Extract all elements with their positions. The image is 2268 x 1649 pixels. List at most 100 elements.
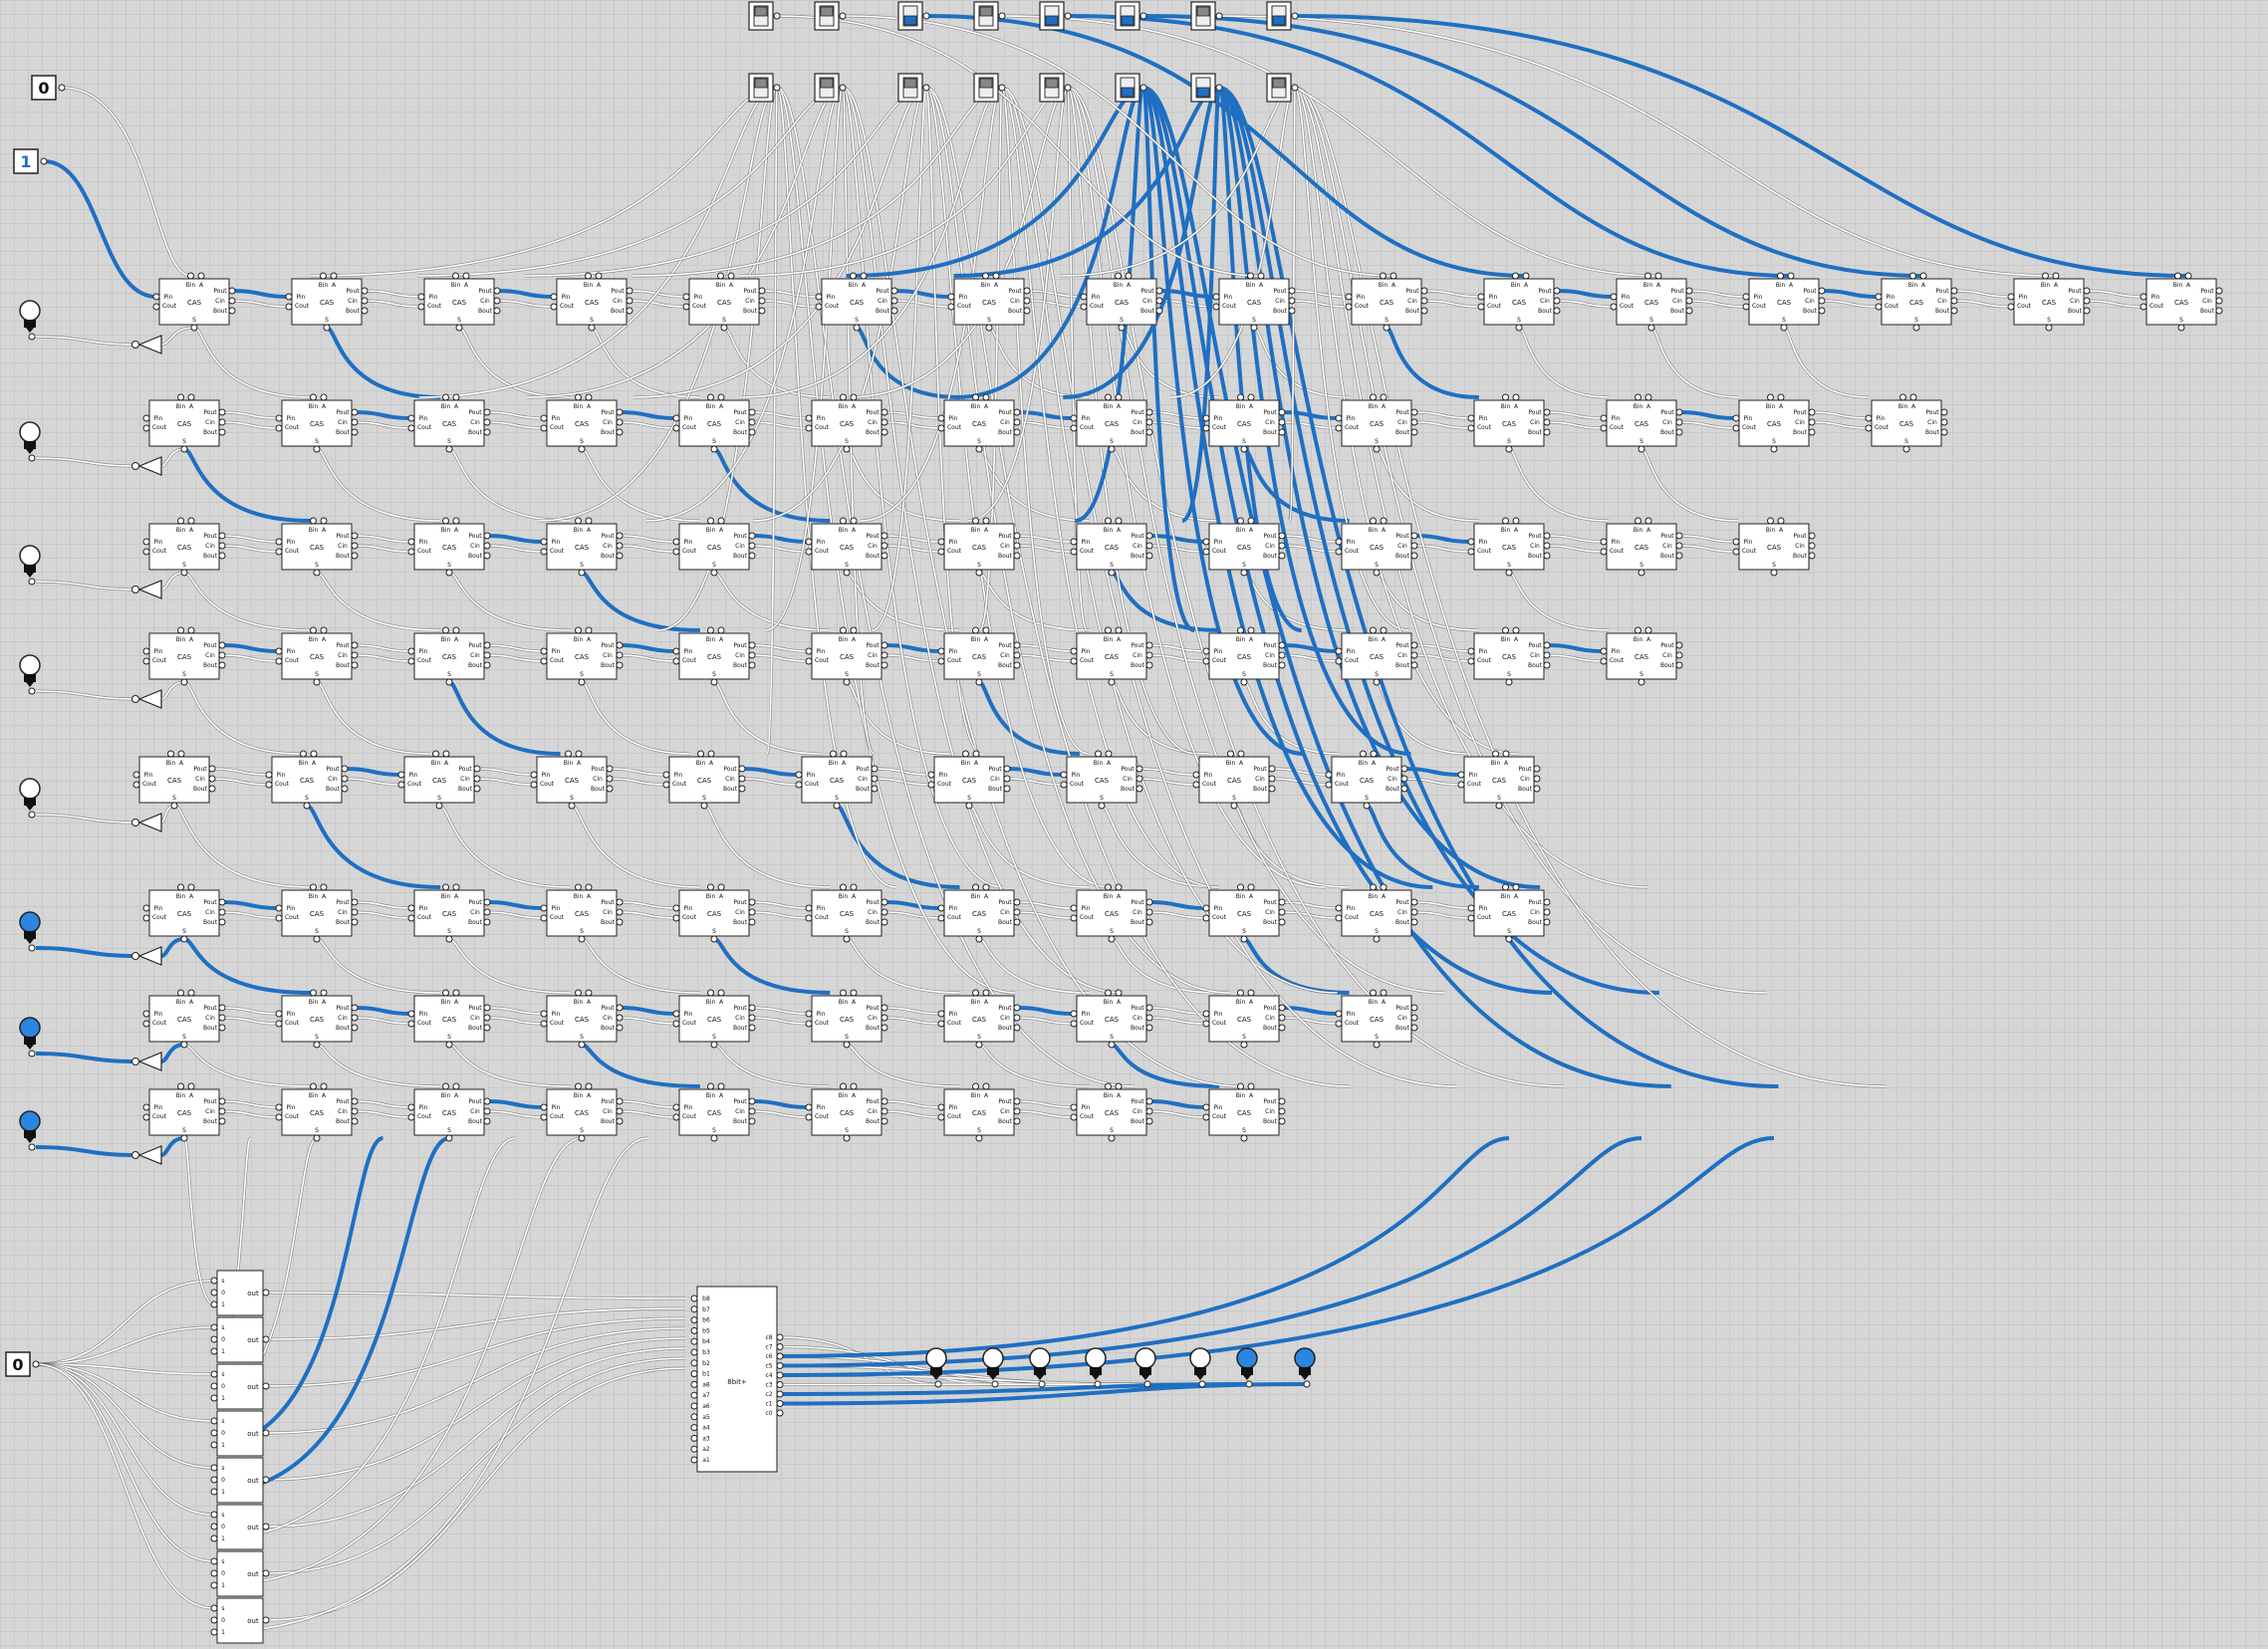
pin-connector[interactable] bbox=[672, 424, 680, 432]
pin-connector[interactable] bbox=[758, 297, 766, 305]
pin-connector[interactable] bbox=[707, 989, 714, 997]
pin-connector[interactable] bbox=[1410, 898, 1418, 906]
pin-connector[interactable] bbox=[142, 414, 150, 422]
pin-connector[interactable] bbox=[1335, 424, 1343, 432]
divisor-switch-7[interactable] bbox=[1190, 73, 1223, 103]
pin-connector[interactable] bbox=[748, 1117, 756, 1125]
pin-connector[interactable] bbox=[840, 883, 847, 891]
pin-connector[interactable] bbox=[1198, 1380, 1206, 1388]
pin-connector[interactable] bbox=[1013, 532, 1021, 540]
cas-body[interactable] bbox=[1606, 399, 1677, 447]
pin-connector[interactable] bbox=[417, 303, 425, 311]
cas-body[interactable] bbox=[811, 995, 882, 1043]
top-switch-5[interactable] bbox=[1039, 1, 1072, 31]
row-inverter-6[interactable] bbox=[131, 946, 162, 966]
pin-connector[interactable] bbox=[738, 785, 746, 793]
pin-connector[interactable] bbox=[210, 1534, 218, 1542]
pin-connector[interactable] bbox=[142, 424, 150, 432]
pin-connector[interactable] bbox=[1410, 532, 1418, 540]
pin-connector[interactable] bbox=[1787, 272, 1795, 280]
pin-connector[interactable] bbox=[313, 935, 321, 943]
pin-connector[interactable] bbox=[1247, 272, 1254, 280]
pin-connector[interactable] bbox=[1899, 393, 1906, 401]
pin-connector[interactable] bbox=[361, 287, 369, 295]
cas-body[interactable] bbox=[1748, 278, 1820, 326]
pin-connector[interactable] bbox=[1644, 517, 1652, 525]
pin-connector[interactable] bbox=[1095, 750, 1102, 758]
pin-connector[interactable] bbox=[717, 883, 725, 891]
pin-connector[interactable] bbox=[738, 765, 746, 773]
pin-connector[interactable] bbox=[483, 408, 491, 416]
pin-connector[interactable] bbox=[1237, 750, 1245, 758]
switch-toggle[interactable] bbox=[1272, 78, 1286, 89]
pin-connector[interactable] bbox=[972, 883, 979, 891]
pin-connector[interactable] bbox=[452, 393, 460, 401]
pin-connector[interactable] bbox=[1227, 750, 1234, 758]
pin-connector[interactable] bbox=[187, 883, 195, 891]
pin-connector[interactable] bbox=[2083, 297, 2091, 305]
pin-connector[interactable] bbox=[210, 1382, 218, 1390]
pin-connector[interactable] bbox=[310, 989, 317, 997]
pin-connector[interactable] bbox=[1420, 297, 1428, 305]
pin-connector[interactable] bbox=[210, 1323, 218, 1331]
pin-connector[interactable] bbox=[351, 1004, 359, 1012]
pin-connector[interactable] bbox=[717, 393, 725, 401]
pin-connector[interactable] bbox=[1610, 303, 1618, 311]
pin-connector[interactable] bbox=[840, 1082, 847, 1090]
pin-connector[interactable] bbox=[1370, 626, 1377, 634]
pin-connector[interactable] bbox=[407, 904, 415, 912]
pin-connector[interactable] bbox=[351, 898, 359, 906]
pin-connector[interactable] bbox=[578, 1041, 586, 1049]
pin-connector[interactable] bbox=[881, 661, 888, 669]
pin-connector[interactable] bbox=[275, 1020, 283, 1028]
pin-connector[interactable] bbox=[1512, 883, 1520, 891]
pin-connector[interactable] bbox=[1865, 424, 1873, 432]
inverter-body[interactable] bbox=[137, 813, 162, 832]
pin-connector[interactable] bbox=[275, 657, 283, 665]
pin-connector[interactable] bbox=[795, 771, 803, 779]
pin-connector[interactable] bbox=[1553, 287, 1561, 295]
pin-connector[interactable] bbox=[407, 414, 415, 422]
pin-connector[interactable] bbox=[1543, 641, 1551, 649]
pin-connector[interactable] bbox=[1237, 989, 1244, 997]
pin-connector[interactable] bbox=[672, 1113, 680, 1121]
cas-body[interactable] bbox=[1473, 632, 1545, 680]
pin-connector[interactable] bbox=[776, 1362, 784, 1369]
cas-body[interactable] bbox=[668, 756, 740, 804]
cas-body[interactable] bbox=[1341, 889, 1412, 937]
pin-connector[interactable] bbox=[1192, 771, 1200, 779]
pin-connector[interactable] bbox=[1410, 651, 1418, 659]
pin-connector[interactable] bbox=[1278, 1024, 1286, 1032]
pin-connector[interactable] bbox=[1638, 678, 1645, 686]
pin-connector[interactable] bbox=[672, 548, 680, 556]
pin-connector[interactable] bbox=[275, 914, 283, 922]
pin-connector[interactable] bbox=[1013, 1004, 1021, 1012]
pin-connector[interactable] bbox=[690, 1445, 698, 1453]
pin-connector[interactable] bbox=[1098, 802, 1106, 810]
pin-connector[interactable] bbox=[1145, 1024, 1153, 1032]
pin-connector[interactable] bbox=[934, 1380, 942, 1388]
pin-connector[interactable] bbox=[843, 678, 851, 686]
pin-connector[interactable] bbox=[850, 517, 858, 525]
pin-connector[interactable] bbox=[177, 517, 184, 525]
pin-connector[interactable] bbox=[361, 307, 369, 315]
pin-connector[interactable] bbox=[697, 750, 704, 758]
pin-connector[interactable] bbox=[1477, 293, 1485, 301]
pin-connector[interactable] bbox=[1467, 424, 1475, 432]
pin-connector[interactable] bbox=[210, 1429, 218, 1437]
pin-connector[interactable] bbox=[616, 1117, 624, 1125]
pin-connector[interactable] bbox=[1600, 657, 1608, 665]
pin-connector[interactable] bbox=[1247, 393, 1255, 401]
pin-connector[interactable] bbox=[330, 272, 338, 280]
pin-connector[interactable] bbox=[881, 542, 888, 550]
pin-connector[interactable] bbox=[982, 883, 990, 891]
pin-connector[interactable] bbox=[210, 1300, 218, 1308]
